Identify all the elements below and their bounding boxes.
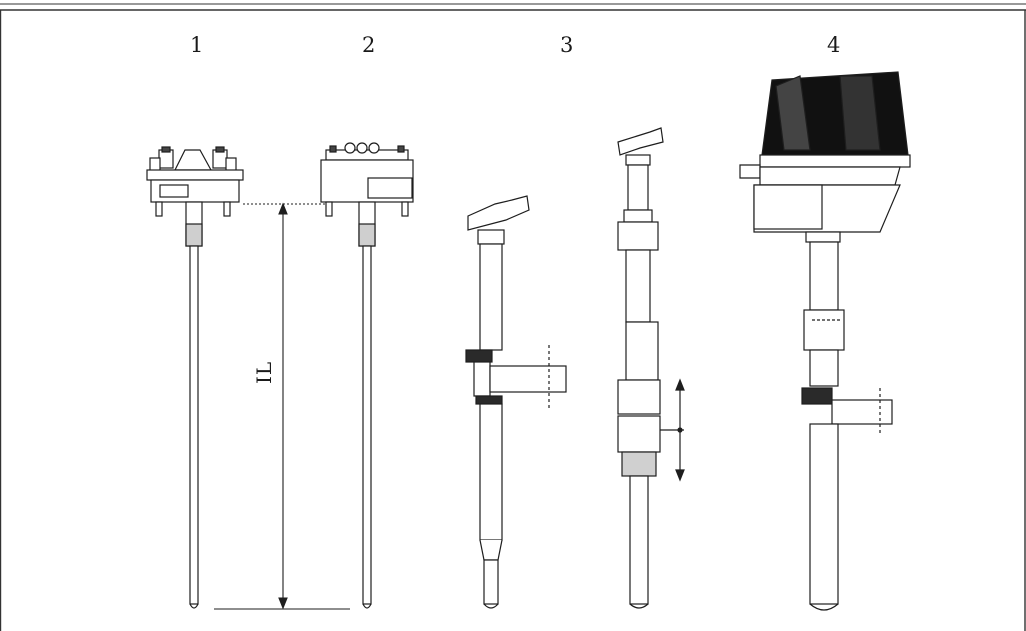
il-dimension (214, 202, 350, 610)
item-4-label: 4 (827, 33, 841, 57)
item-1-label: 1 (190, 33, 204, 57)
insert-2-drawing (320, 142, 414, 609)
item-3-label: 3 (560, 33, 574, 57)
insert-1-drawing (146, 146, 244, 609)
il-dimension-label: IL (252, 360, 276, 384)
item-2-label: 2 (362, 33, 376, 57)
item-3-left-drawing (465, 195, 567, 609)
frame-border (0, 3, 1026, 631)
item-3-right-drawing (617, 127, 685, 609)
item-4-drawing (739, 71, 911, 611)
